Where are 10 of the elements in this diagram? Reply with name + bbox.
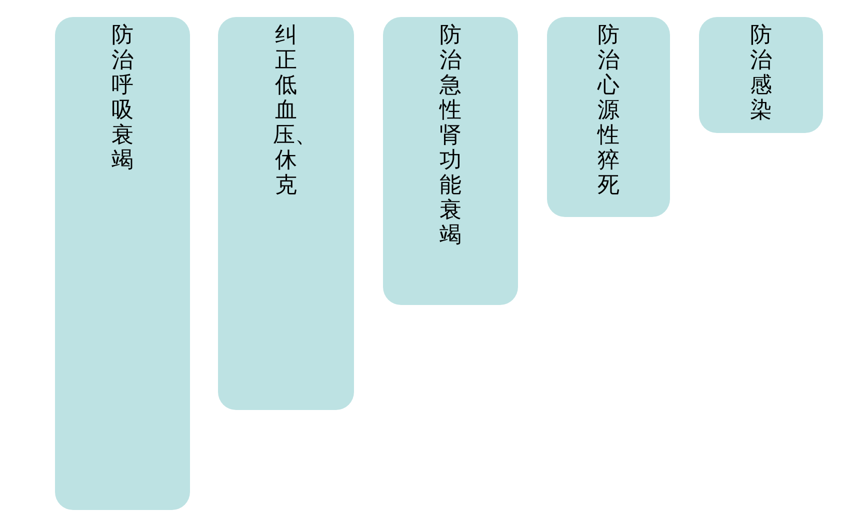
box-label: 防治感染 xyxy=(749,23,773,123)
rounded-box xyxy=(547,17,670,217)
rounded-box xyxy=(383,17,518,305)
box-label: 防治呼吸衰竭 xyxy=(110,23,134,173)
rounded-box xyxy=(218,17,354,410)
box-label: 纠正低血压、休克 xyxy=(273,23,299,198)
box-label: 防治心源性猝死 xyxy=(596,23,620,198)
box-label: 防治急性肾功能衰竭 xyxy=(438,23,462,248)
rounded-box xyxy=(55,17,190,510)
rounded-box xyxy=(699,17,823,133)
